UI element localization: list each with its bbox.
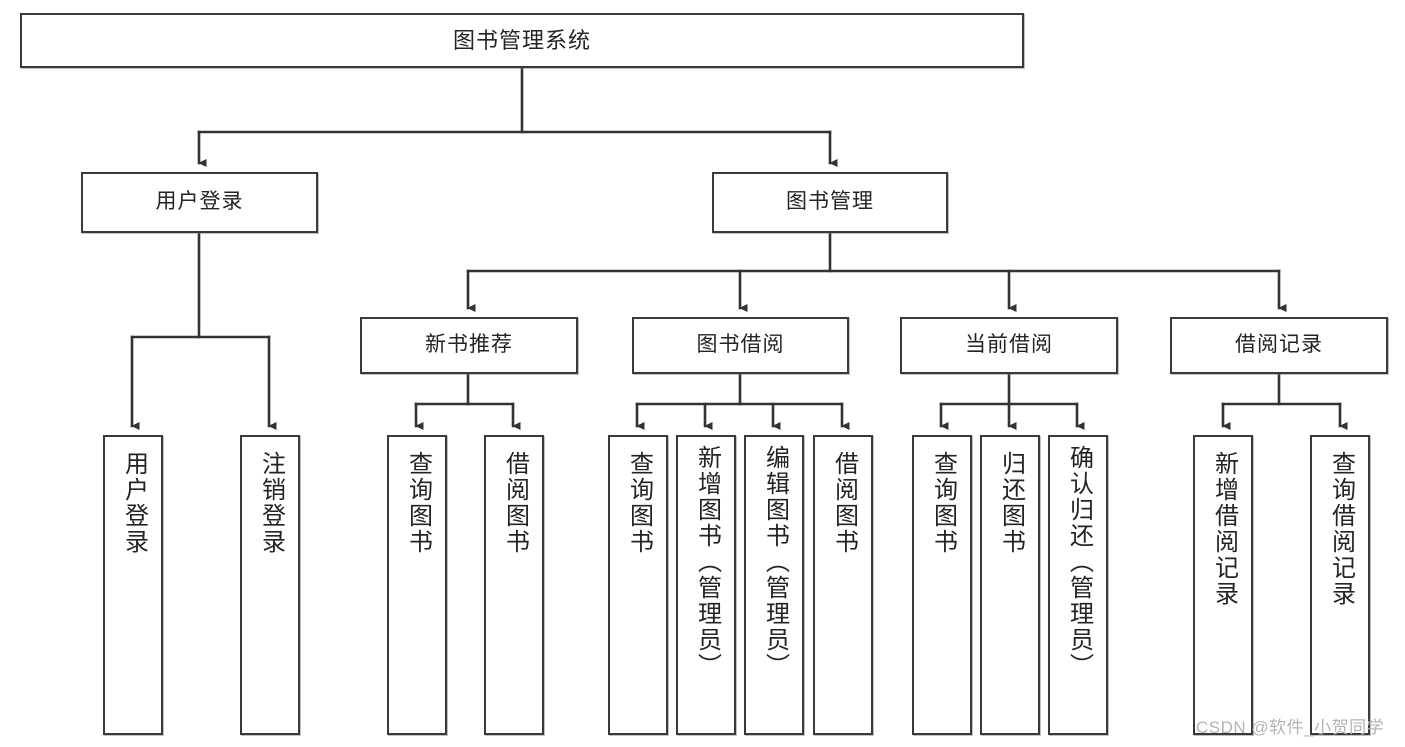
node-root-label: 图书管理系统 — [452, 27, 591, 53]
node-leaf-query-record[interactable]: 查询借阅记录 — [1310, 435, 1370, 735]
node-borrow-record[interactable]: 借阅记录 — [1170, 317, 1388, 374]
node-leaf-confirm-return-label: 确认归还（管理员） — [1065, 445, 1093, 679]
node-leaf-return-book-label: 归还图书 — [997, 451, 1025, 555]
node-leaf-add-record-label: 新增借阅记录 — [1210, 451, 1238, 607]
node-leaf-logout-label: 注销登录 — [257, 451, 285, 555]
node-leaf-borrow-book-1[interactable]: 借阅图书 — [484, 435, 544, 735]
node-book-borrow-label: 图书借阅 — [696, 333, 785, 357]
node-leaf-return-book[interactable]: 归还图书 — [980, 435, 1040, 735]
node-leaf-query-book-1-label: 查询图书 — [404, 451, 432, 555]
node-current-borrow-label: 当前借阅 — [965, 333, 1053, 357]
node-leaf-query-book-2[interactable]: 查询图书 — [608, 435, 668, 735]
node-root[interactable]: 图书管理系统 — [20, 13, 1024, 68]
node-leaf-edit-book-label: 编辑图书（管理员） — [761, 445, 789, 679]
node-leaf-query-book-3-label: 查询图书 — [929, 451, 957, 555]
node-leaf-confirm-return[interactable]: 确认归还（管理员） — [1048, 435, 1108, 735]
node-user-login[interactable]: 用户登录 — [81, 172, 318, 233]
node-leaf-borrow-book-1-label: 借阅图书 — [501, 451, 529, 555]
node-borrow-record-label: 借阅记录 — [1235, 333, 1323, 357]
node-leaf-user-login-label: 用户登录 — [120, 451, 148, 555]
node-new-book-recommend-label: 新书推荐 — [425, 333, 513, 357]
node-leaf-query-record-label: 查询借阅记录 — [1327, 451, 1355, 607]
node-current-borrow[interactable]: 当前借阅 — [900, 317, 1118, 374]
node-leaf-add-book[interactable]: 新增图书（管理员） — [676, 435, 736, 735]
node-leaf-logout[interactable]: 注销登录 — [240, 435, 300, 735]
csdn-watermark: CSDN @软件_小贺同学 — [1196, 718, 1385, 737]
node-leaf-query-book-1[interactable]: 查询图书 — [387, 435, 447, 735]
node-book-manage[interactable]: 图书管理 — [712, 172, 948, 233]
node-leaf-query-book-3[interactable]: 查询图书 — [912, 435, 972, 735]
node-leaf-add-book-label: 新增图书（管理员） — [693, 445, 721, 679]
node-book-borrow[interactable]: 图书借阅 — [632, 317, 849, 374]
node-leaf-query-book-2-label: 查询图书 — [625, 451, 653, 555]
node-book-manage-label: 图书管理 — [786, 190, 874, 214]
node-leaf-user-login[interactable]: 用户登录 — [103, 435, 163, 735]
node-user-login-label: 用户登录 — [155, 190, 244, 214]
node-leaf-add-record[interactable]: 新增借阅记录 — [1193, 435, 1253, 735]
node-leaf-borrow-book-2-label: 借阅图书 — [830, 451, 858, 555]
node-leaf-edit-book[interactable]: 编辑图书（管理员） — [744, 435, 804, 735]
node-leaf-borrow-book-2[interactable]: 借阅图书 — [813, 435, 873, 735]
node-new-book-recommend[interactable]: 新书推荐 — [360, 317, 578, 374]
